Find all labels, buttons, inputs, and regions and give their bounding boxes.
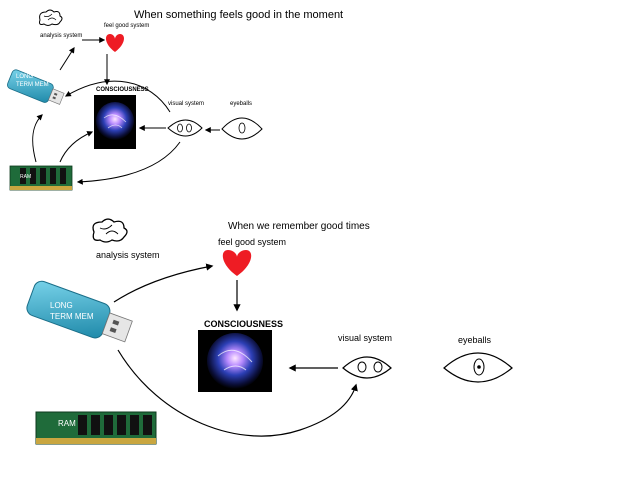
scenario1-title: When something feels good in the moment: [134, 9, 344, 21]
scenario2-usb-line1: LONG: [50, 301, 73, 310]
scenario1-visual-label: visual system: [168, 101, 205, 107]
scenario2-eyeballs-label: eyeballs: [458, 335, 492, 345]
consciousness-orb-small: [96, 102, 134, 140]
scenario2-visual-label: visual system: [338, 333, 393, 343]
scenario1-usb-line1: LONG: [16, 74, 34, 80]
brain-icon-large: [92, 218, 128, 243]
eyeball-icon-small: [221, 117, 263, 140]
consciousness-orb-large: [207, 333, 263, 389]
eyeball-icon-large: [443, 352, 513, 383]
scenario2-usb-label: LONG TERM MEM: [50, 300, 94, 322]
brain-icon-small: [39, 9, 63, 26]
scenario1-ram-label: RAM: [20, 174, 32, 180]
scenario1-usb-line2: TERM MEM: [16, 82, 49, 88]
usb-drive-icon-small: [7, 69, 65, 105]
scenario2-consciousness-label: CONSCIOUSNESS: [204, 319, 284, 329]
scenario2-feel-good-label: feel good system: [218, 237, 287, 247]
heart-icon-small: [105, 34, 125, 52]
arrow-visual-to-usb-small: [64, 80, 171, 113]
ram-stick-icon-small: [9, 165, 73, 191]
scenario1-usb-label: LONG TERM MEM: [16, 73, 49, 89]
ram-stick-icon-large: [35, 411, 157, 445]
scenario2-title: When we remember good times: [228, 221, 370, 232]
scenario2-usb-line2: TERM MEM: [50, 312, 94, 321]
arrow-usb-to-visual-large: [117, 349, 358, 437]
arrow-visual-to-ram-small: [76, 141, 181, 185]
scenario1-consciousness-label: CONSCIOUSNESS: [96, 87, 149, 93]
visual-system-icon-small: [167, 119, 203, 137]
arrow-ram-to-usb-small: [32, 114, 43, 163]
visual-system-icon-large: [342, 356, 392, 379]
usb-drive-icon-large: [26, 280, 133, 343]
scenario2-analysis-label: analysis system: [96, 250, 160, 260]
arrow-ram-to-consciousness-small: [59, 131, 94, 163]
scenario1-eyeballs-label: eyeballs: [230, 101, 253, 107]
scenario1-analysis-label: analysis system: [40, 33, 83, 39]
arrow-usb-to-analysis-small: [59, 46, 75, 71]
scenario1-feel-good-label: feel good system: [104, 23, 150, 29]
heart-icon-large: [222, 250, 252, 276]
arrow-usb-to-heart-large: [113, 263, 214, 303]
scenario2-ram-label: RAM: [58, 419, 76, 428]
